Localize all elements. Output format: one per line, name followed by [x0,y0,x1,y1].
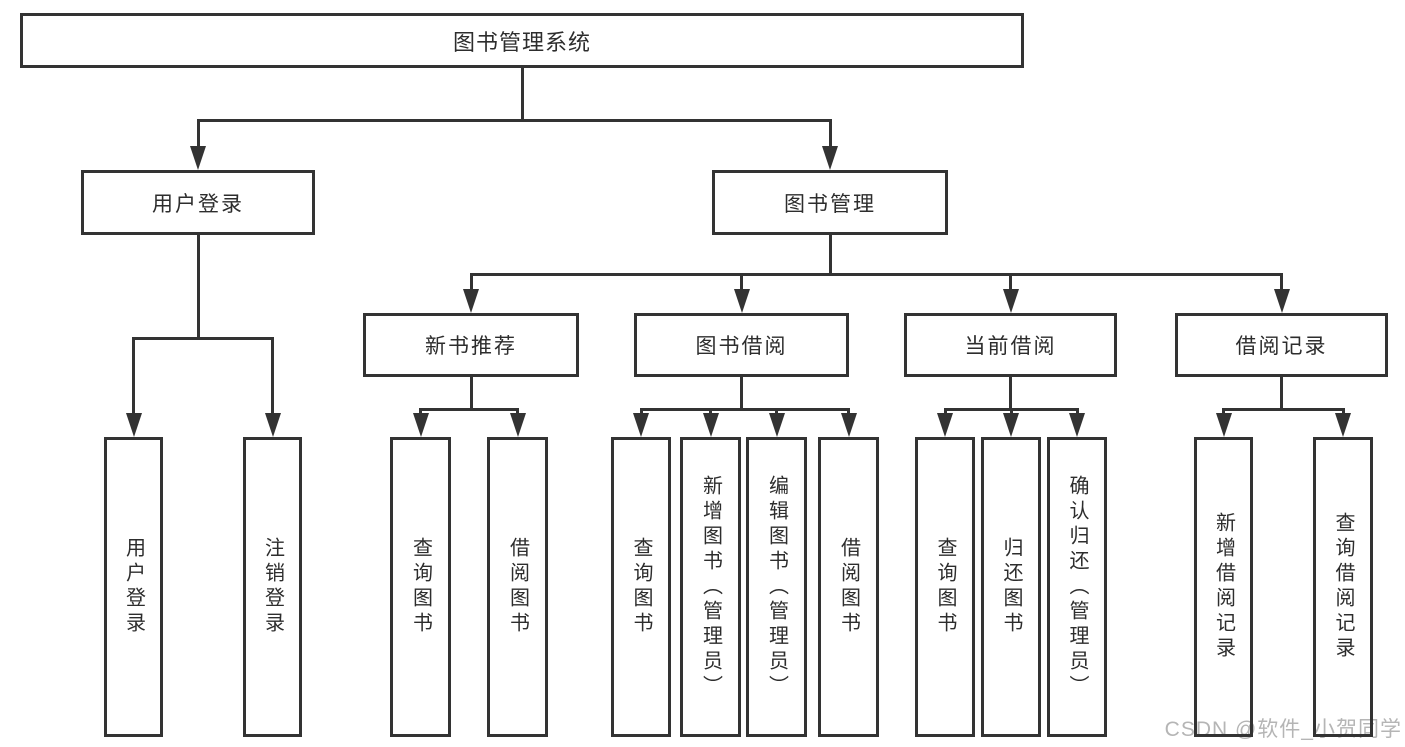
leaf-query-book-2-label: 查询图书 [630,537,652,637]
connector-line [1009,408,1013,417]
connector-line [709,408,712,417]
leaf-user-login: 用户登录 [104,437,163,737]
arrowhead-down-icon [412,413,429,437]
connector-line [775,408,778,417]
node-current-borrow: 当前借阅 [904,313,1117,377]
connector-line [1222,408,1225,417]
node-root-label: 图书管理系统 [452,29,591,55]
leaf-add-book-label: 新增图书（管理员） [699,474,722,700]
arrowhead-down-icon [1215,413,1232,437]
connector-line [1075,408,1079,417]
arrowhead-down-icon [125,413,142,437]
leaf-add-book: 新增图书（管理员） [680,437,741,737]
leaf-query-book-2: 查询图书 [611,437,671,737]
leaf-query-borrow-record-label: 查询借阅记录 [1332,512,1354,662]
leaf-borrow-book-1: 借阅图书 [487,437,548,737]
connector-line [740,377,743,411]
leaf-add-borrow-record: 新增借阅记录 [1194,437,1253,737]
connector-line [469,273,473,293]
connector-line [196,119,200,150]
arrowhead-down-icon [937,413,953,437]
connector-line [740,273,743,293]
leaf-query-book-1-label: 查询图书 [409,537,432,637]
leaf-query-book-1: 查询图书 [390,437,451,737]
connector-line [271,337,274,417]
connector-line [520,68,524,122]
node-book-borrow-label: 图书借阅 [695,335,788,358]
leaf-query-book-3-label: 查询图书 [934,537,956,637]
leaf-add-borrow-record-label: 新增借阅记录 [1212,512,1235,662]
connector-line [132,337,274,340]
connector-line [1280,273,1283,293]
leaf-logout: 注销登录 [243,437,302,737]
node-user-login-group-label: 用户登录 [152,192,244,216]
leaf-confirm-return-label: 确认归还（管理员） [1066,474,1088,700]
node-current-borrow-label: 当前借阅 [964,335,1057,358]
connector-line [196,119,832,122]
leaf-return-book-label: 归还图书 [1000,537,1022,637]
node-new-book-rec-label: 新书推荐 [425,335,517,358]
leaf-edit-book-label: 编辑图书（管理员） [765,474,788,700]
connector-line [516,408,519,417]
arrowhead-down-icon [1002,289,1019,313]
connector-line [1280,377,1283,411]
arrowhead-down-icon [768,413,785,437]
connector-line [639,408,643,417]
leaf-query-book-3: 查询图书 [915,437,975,737]
arrowhead-down-icon [822,146,838,170]
connector-line [828,119,832,150]
node-book-borrow: 图书借阅 [634,313,849,377]
node-book-mgmt-label: 图书管理 [784,192,876,216]
arrowhead-down-icon [733,289,750,313]
connector-line [196,235,200,340]
connector-line [943,408,947,417]
watermark: CSDN @软件_小贺同学 [1164,718,1402,741]
node-book-mgmt: 图书管理 [712,170,948,235]
leaf-query-borrow-record: 查询借阅记录 [1313,437,1373,737]
connector-line [419,408,422,417]
connector-line [132,337,135,417]
arrowhead-down-icon [463,289,479,313]
connector-line [1222,408,1345,411]
leaf-confirm-return: 确认归还（管理员） [1047,437,1107,737]
arrowhead-down-icon [840,413,857,437]
leaf-borrow-book-2: 借阅图书 [818,437,879,737]
leaf-borrow-book-1-label: 借阅图书 [506,537,529,637]
node-borrow-records: 借阅记录 [1175,313,1388,377]
node-root: 图书管理系统 [20,13,1024,68]
arrowhead-down-icon [1273,289,1290,313]
arrowhead-down-icon [633,413,649,437]
arrowhead-down-icon [1069,413,1085,437]
leaf-borrow-book-2-label: 借阅图书 [837,537,860,637]
arrowhead-down-icon [264,413,281,437]
connector-line [1341,408,1345,417]
connector-line [419,408,519,411]
leaf-return-book: 归还图书 [981,437,1041,737]
node-user-login-group: 用户登录 [81,170,315,235]
node-borrow-records-label: 借阅记录 [1235,335,1328,358]
leaf-user-login-label: 用户登录 [122,537,145,637]
leaf-logout-label: 注销登录 [261,537,284,637]
connector-line [469,377,473,411]
node-new-book-rec: 新书推荐 [363,313,579,377]
connector-line [828,235,832,276]
connector-line [1009,377,1012,411]
arrowhead-down-icon [190,146,206,170]
arrowhead-down-icon [1335,413,1351,437]
leaf-edit-book: 编辑图书（管理员） [746,437,807,737]
arrowhead-down-icon [509,413,526,437]
arrowhead-down-icon [1003,413,1019,437]
arrowhead-down-icon [702,413,719,437]
connector-line [639,408,850,411]
connector-line [469,273,1283,276]
connector-line [1009,273,1012,293]
connector-line [847,408,850,417]
